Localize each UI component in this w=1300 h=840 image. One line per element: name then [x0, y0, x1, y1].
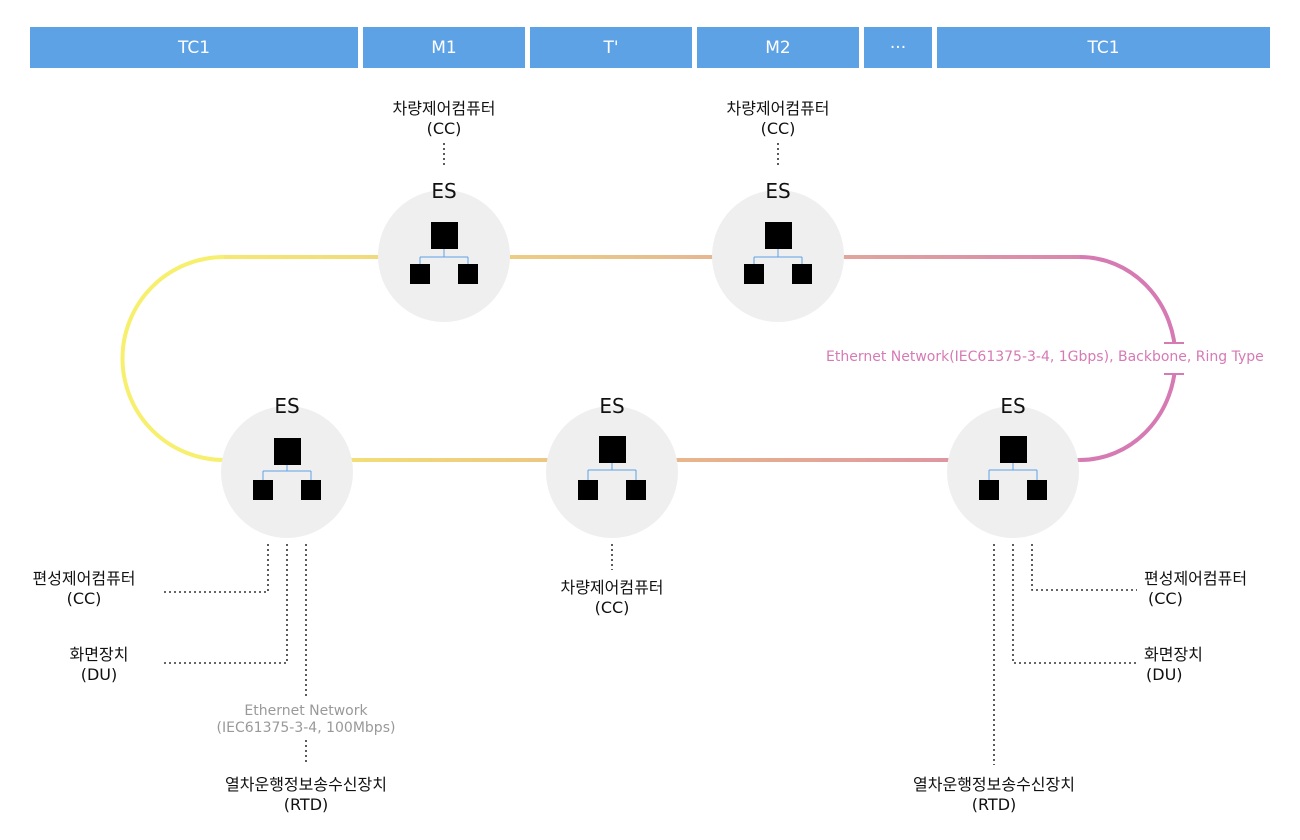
es-label-top-1: ES [431, 179, 457, 203]
header-segment-tc1-left: TC1 [30, 27, 358, 68]
label-name: 화면장치 [69, 645, 129, 664]
header-segment-t-prime: T' [530, 27, 692, 68]
connector-left-cc [164, 544, 269, 593]
local-network-note: Ethernet Network (IEC61375-3-4, 100Mbps) [206, 703, 406, 737]
label-abbr: (DU) [1146, 665, 1183, 684]
label-abbr: (CC) [426, 119, 462, 138]
label-cc-top-2: 차량제어컴퓨터 (CC) [708, 99, 848, 139]
label-abbr: (RTD) [971, 795, 1017, 814]
es-node-top-1 [378, 190, 510, 322]
label-name: 화면장치 [1144, 645, 1203, 664]
header-segment-tc1-right: TC1 [937, 27, 1270, 68]
local-network-line1: Ethernet Network [244, 703, 368, 719]
connector-left-du [164, 544, 288, 664]
es-node-top-2 [712, 190, 844, 322]
label-name: 차량제어컴퓨터 [392, 99, 496, 118]
label-cc-top-1: 차량제어컴퓨터 (CC) [374, 99, 514, 139]
header-segment-m1: M1 [363, 27, 525, 68]
label-right-du: 화면장치 (DU) [1144, 645, 1264, 685]
label-left-du: 화면장치 (DU) [44, 645, 154, 685]
label-cc-middle: 차량제어컴퓨터 (CC) [542, 578, 682, 618]
es-node-bottom-left [221, 406, 353, 538]
label-abbr: (CC) [1148, 589, 1183, 608]
label-name: 차량제어컴퓨터 [560, 578, 664, 597]
label-name: 차량제어컴퓨터 [726, 99, 830, 118]
backbone-network-label: Ethernet Network(IEC61375-3-4, 1Gbps), B… [826, 349, 1264, 365]
label-abbr: (CC) [594, 598, 630, 617]
label-name: 열차운행정보송수신장치 [225, 775, 387, 794]
es-label-bottom-left: ES [274, 394, 300, 418]
label-left-cc: 편성제어컴퓨터 (CC) [14, 569, 154, 609]
label-abbr: (RTD) [283, 795, 329, 814]
label-abbr: (CC) [760, 119, 796, 138]
label-right-rtd: 열차운행정보송수신장치 (RTD) [884, 775, 1104, 815]
local-network-line2: (IEC61375-3-4, 100Mbps) [216, 720, 396, 736]
es-node-bottom-middle [546, 406, 678, 538]
label-name: 편성제어컴퓨터 [32, 569, 136, 588]
header-segment-ellipsis: ··· [864, 27, 932, 68]
header-segment-m2: M2 [697, 27, 859, 68]
connector-right-du [1012, 544, 1137, 664]
label-abbr: (DU) [80, 665, 118, 684]
es-label-bottom-right: ES [1000, 394, 1026, 418]
es-node-bottom-right [947, 406, 1079, 538]
label-name: 열차운행정보송수신장치 [913, 775, 1075, 794]
label-abbr: (CC) [66, 589, 102, 608]
ring-left-arc [120, 255, 225, 462]
connector-right-cc [1031, 544, 1137, 591]
label-right-cc: 편성제어컴퓨터 (CC) [1144, 569, 1284, 609]
label-left-rtd: 열차운행정보송수신장치 (RTD) [196, 775, 416, 815]
es-label-bottom-middle: ES [599, 394, 625, 418]
label-name: 편성제어컴퓨터 [1144, 569, 1248, 588]
es-label-top-2: ES [765, 179, 791, 203]
